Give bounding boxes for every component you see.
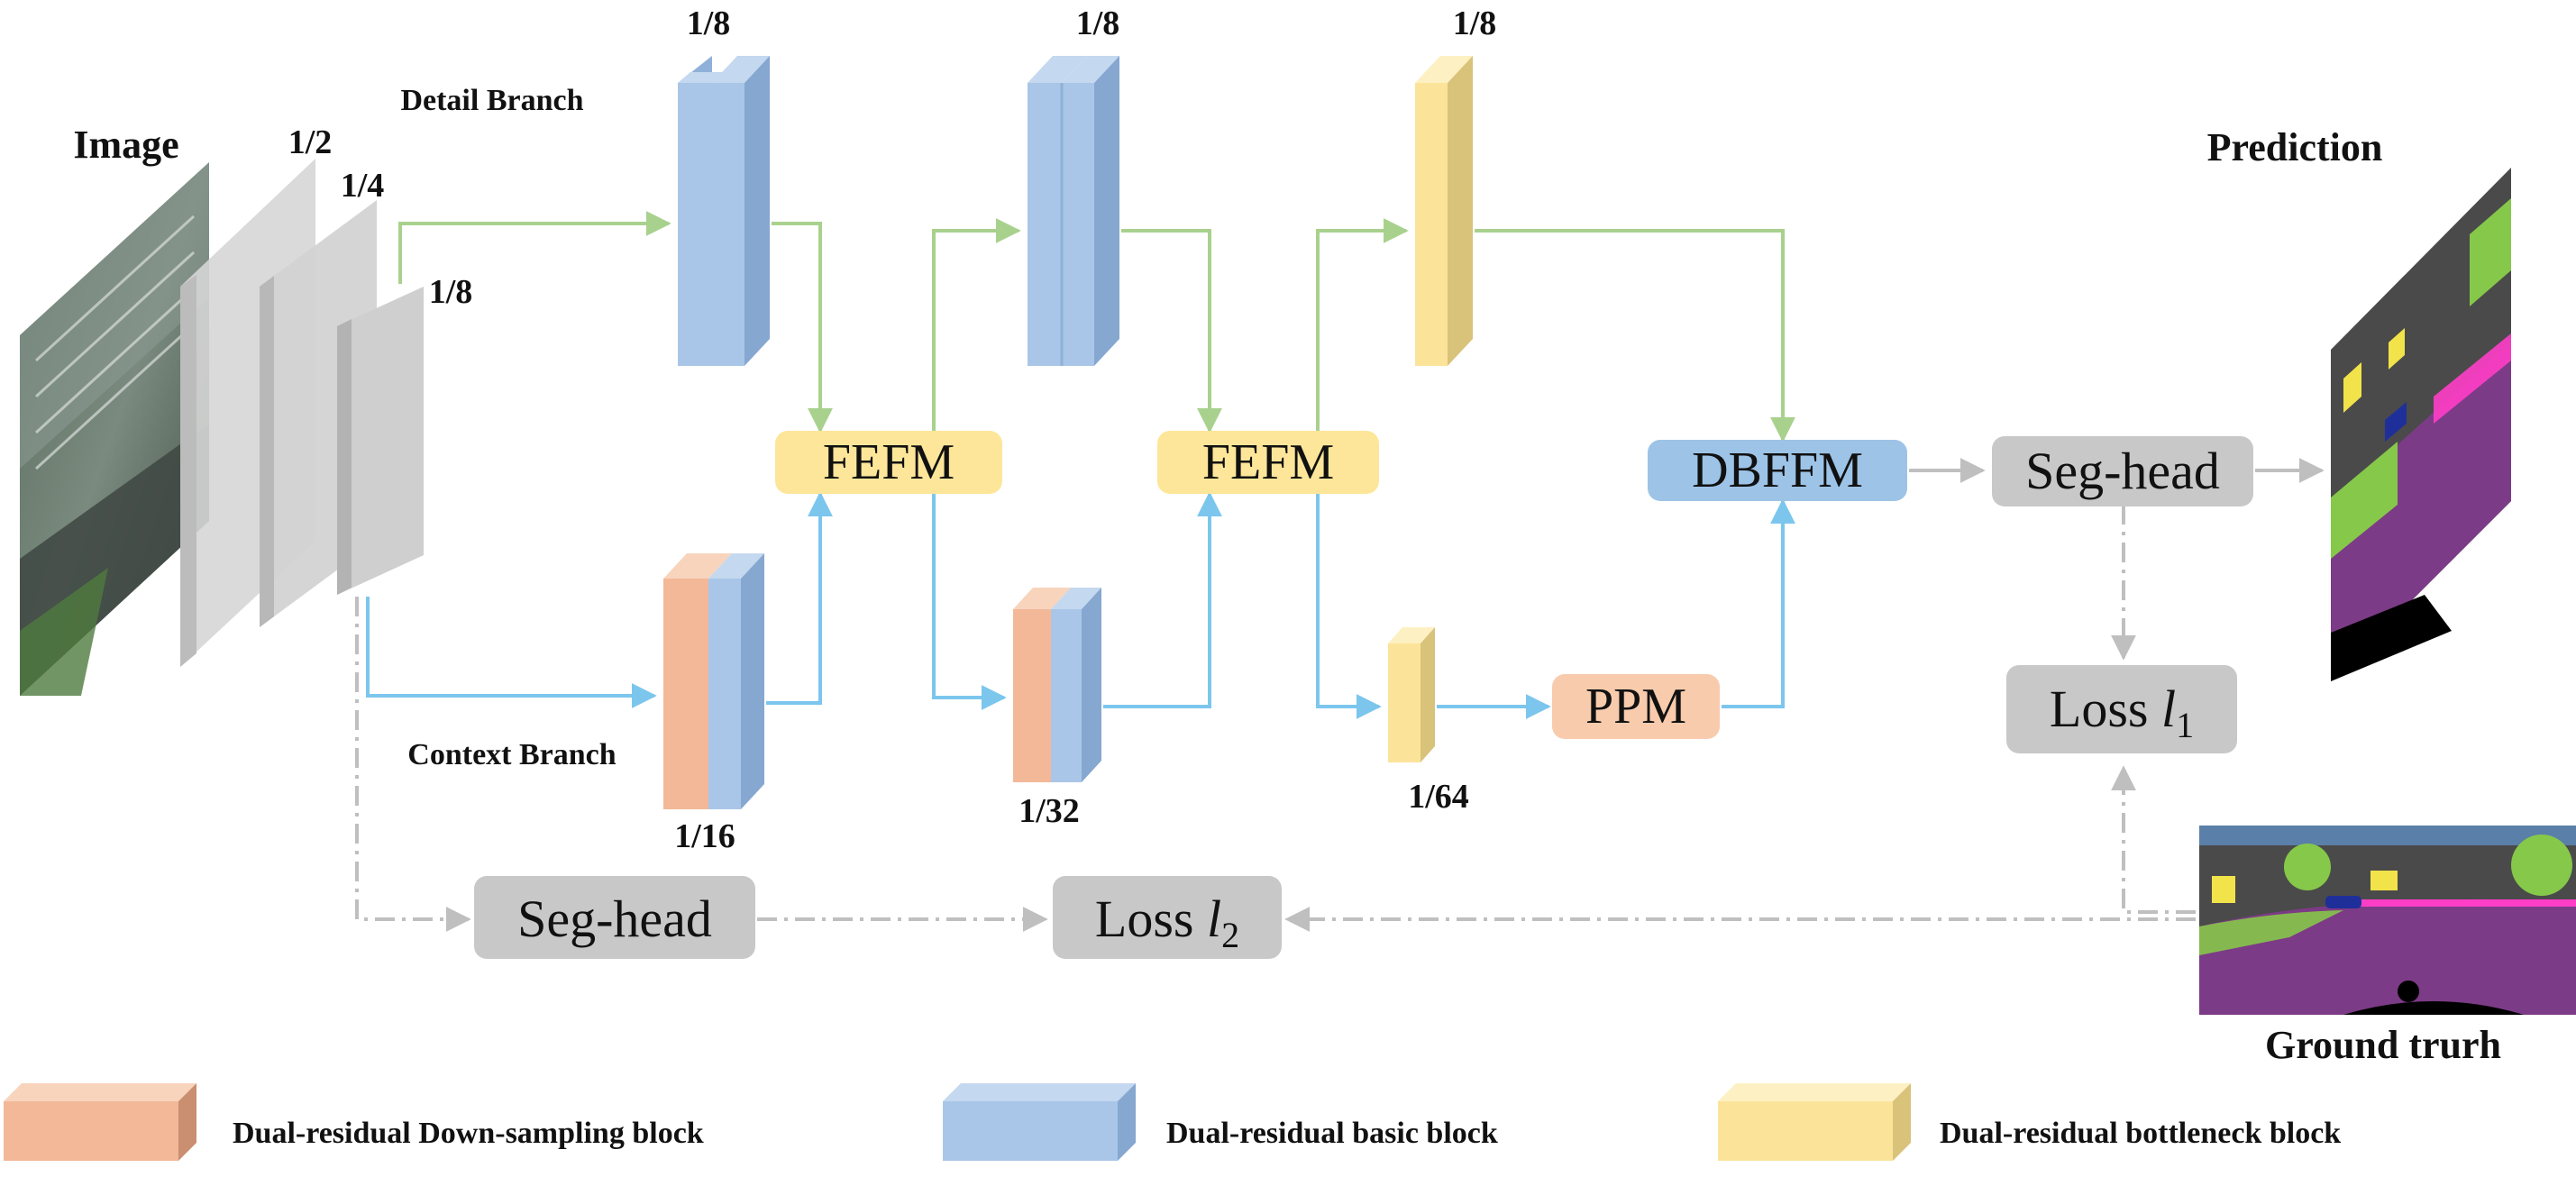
prediction-image: [2331, 168, 2511, 681]
detail-block-2: [1028, 56, 1119, 366]
detail-block-3: [1415, 56, 1473, 366]
legend-label-bottleneck: Dual-residual bottleneck block: [1940, 1117, 2341, 1150]
arrow-detail-3-to-dbffm: [1475, 229, 1795, 443]
scale-label-stem-quarter: 1/4: [341, 167, 385, 205]
context-block-3: [1388, 627, 1435, 762]
seg-head-aux-label: Seg-head: [517, 890, 712, 948]
seg-head-main-box: Seg-head: [1992, 436, 2253, 506]
context-block-2: [1013, 588, 1101, 782]
arrow-fefm-2-to-detail-3: [1316, 218, 1409, 431]
arrow-fefm-1-to-detail-2: [932, 218, 1021, 431]
arrow-fefm-1-to-context-2: [932, 494, 1007, 710]
fefm-2-box: FEFM: [1157, 431, 1379, 494]
ppm-box: PPM: [1552, 674, 1720, 739]
legend-item-basic: Dual-residual basic block: [943, 1083, 1498, 1161]
ppm-label: PPM: [1585, 679, 1686, 734]
context-block-1: [663, 553, 764, 809]
scale-label-stem-eighth: 1/8: [429, 273, 473, 311]
scale-label-detail-1: 1/8: [687, 5, 731, 42]
arrow-context-1-to-fefm-1: [766, 491, 833, 705]
input-image: [20, 162, 209, 696]
seg-head-aux-box: Seg-head: [474, 876, 755, 959]
arrow-detail-2-to-fefm-2: [1121, 229, 1222, 433]
scale-label-context-2: 1/32: [1019, 792, 1080, 830]
arrow-stem-to-detail-1: [398, 211, 671, 284]
fefm-1-label: FEFM: [823, 434, 955, 490]
scale-label-detail-2: 1/8: [1076, 5, 1120, 42]
output-arrows: [355, 458, 2325, 932]
loss-1-label: Loss l1: [2050, 680, 2194, 745]
loss-1-box: Loss l1: [2006, 665, 2237, 753]
scale-label-context-1: 1/16: [674, 817, 735, 855]
seg-head-main-label: Seg-head: [2025, 442, 2220, 500]
ground-truth-image: [2199, 826, 2576, 1015]
arrow-detail-1-to-fefm-1: [772, 222, 833, 433]
prediction-title: Prediction: [2207, 125, 2383, 169]
dbffm-label: DBFFM: [1692, 443, 1863, 498]
context-branch-label: Context Branch: [407, 738, 616, 771]
legend-item-bottleneck: Dual-residual bottleneck block: [1718, 1083, 2341, 1161]
arrow-stem-to-aux-seg-head: [355, 597, 471, 932]
loss-2-box: Loss l2: [1053, 876, 1282, 959]
legend: Dual-residual Down-sampling block Dual-r…: [4, 1083, 2341, 1161]
detail-branch-arrows: [398, 211, 1795, 443]
image-title: Image: [73, 123, 178, 167]
loss-2-label: Loss l2: [1095, 890, 1239, 955]
stem-layers: [180, 159, 424, 667]
fefm-2-label: FEFM: [1202, 434, 1334, 490]
fefm-1-box: FEFM: [775, 431, 1002, 494]
ground-truth-title: Ground trurh: [2265, 1023, 2501, 1067]
scale-label-stem-half: 1/2: [288, 123, 333, 161]
dbffm-box: DBFFM: [1648, 440, 1907, 501]
legend-label-downsampling: Dual-residual Down-sampling block: [233, 1117, 704, 1150]
arrow-ppm-to-dbffm: [1722, 498, 1795, 708]
legend-item-downsampling: Dual-residual Down-sampling block: [4, 1083, 704, 1161]
context-branch-arrows: [366, 491, 1795, 719]
legend-label-basic: Dual-residual basic block: [1166, 1117, 1498, 1150]
arrow-ground-truth-to-loss-1: [2111, 765, 2196, 914]
scale-label-detail-3: 1/8: [1453, 5, 1497, 42]
detail-branch-label: Detail Branch: [400, 84, 583, 117]
arrow-stem-to-context-1: [366, 597, 657, 708]
stem-slab-eighth: [337, 287, 424, 595]
arrow-fefm-2-to-context-3: [1316, 494, 1382, 719]
arrow-context-2-to-fefm-2: [1103, 491, 1222, 708]
scale-label-context-3: 1/64: [1408, 778, 1469, 816]
detail-block-1: [678, 56, 770, 366]
